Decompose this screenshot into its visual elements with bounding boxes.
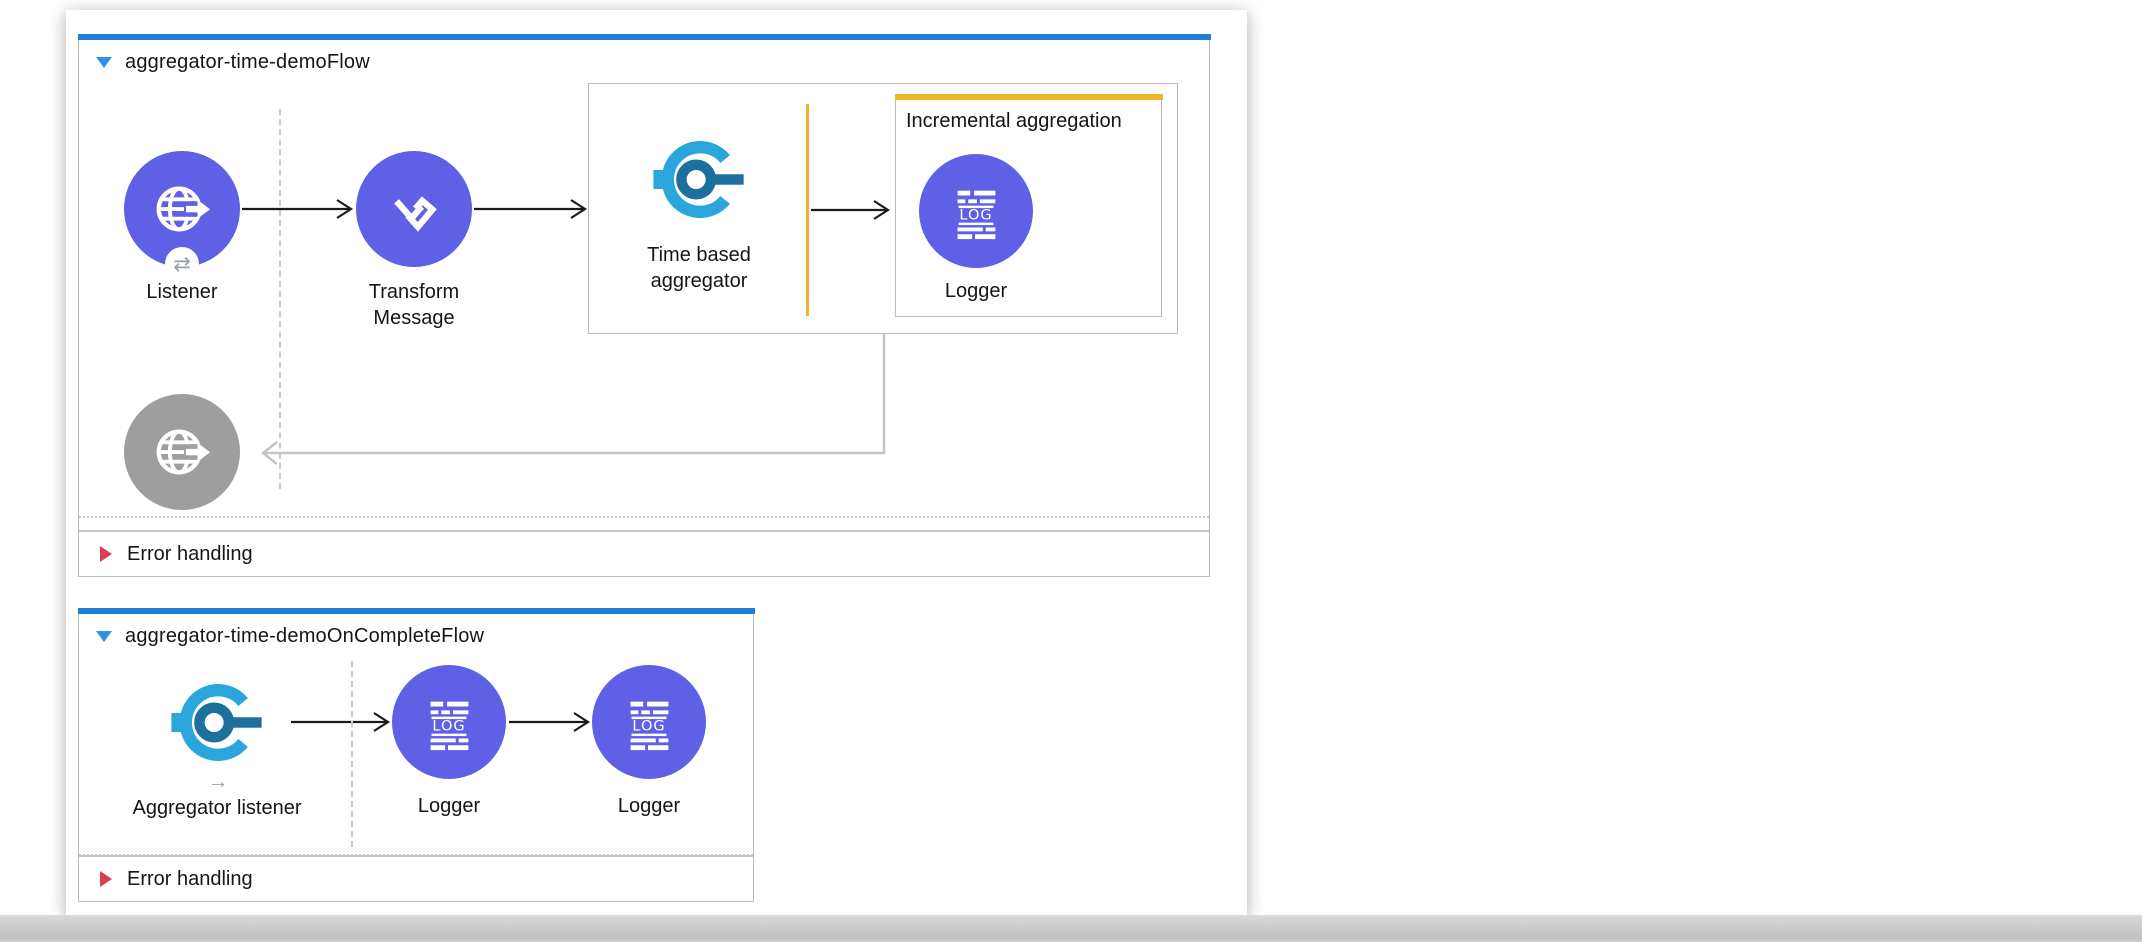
log-icon: LOG — [630, 701, 669, 751]
flow-title[interactable]: aggregator-time-demoFlow — [125, 51, 370, 73]
http-globe-icon — [151, 178, 213, 240]
flow-accent-bar — [77, 33, 1211, 40]
flow-header: aggregator-time-demoFlow — [96, 51, 370, 74]
incremental-aggregation-title: Incremental aggregation — [906, 110, 1122, 132]
drop-zone-guide-line — [279, 109, 281, 489]
error-handling-label: Error handling — [127, 867, 253, 890]
flow-connector-arrow — [509, 712, 591, 732]
error-handling-section[interactable]: Error handling — [79, 530, 1209, 576]
dataweave-icon — [383, 178, 445, 240]
node-label: Time based aggregator — [647, 244, 751, 292]
log-text: LOG — [632, 719, 665, 735]
incremental-aggregation-box[interactable]: Incremental aggregation LOG Logger — [894, 94, 1163, 317]
log-icon: LOG — [957, 190, 996, 240]
aggregator-scope-box[interactable]: Time based aggregator Incremental aggreg… — [588, 83, 1178, 334]
http-response-node-disabled[interactable] — [124, 394, 240, 510]
exchange-arrows-icon: ⇄ — [165, 247, 199, 281]
logger-node[interactable]: LOG — [919, 154, 1033, 268]
badge-glyph: → — [207, 769, 229, 793]
node-label: Logger — [944, 280, 1008, 302]
drop-zone-guide-line — [351, 661, 353, 847]
log-text: LOG — [959, 208, 992, 224]
node-label: Listener — [146, 281, 218, 303]
transform-message-node[interactable] — [356, 151, 472, 267]
return-connector-line — [261, 334, 886, 465]
expand-triangle-icon[interactable] — [100, 871, 112, 887]
aggregator-icon — [649, 132, 749, 227]
flow-container-oncomplete[interactable]: aggregator-time-demoOnCompleteFlow → Agg… — [77, 607, 755, 902]
log-icon: LOG — [430, 701, 469, 751]
flow-connector-arrow — [291, 712, 391, 732]
logger-node[interactable]: LOG — [592, 665, 706, 779]
incremental-accent-bar — [894, 94, 1163, 100]
error-handling-section[interactable]: Error handling — [79, 855, 753, 901]
logger-node[interactable]: LOG — [392, 665, 506, 779]
flow-header: aggregator-time-demoOnCompleteFlow — [96, 625, 484, 648]
aggregator-listener-icon[interactable] — [167, 675, 267, 770]
http-globe-icon — [151, 421, 213, 483]
collapse-triangle-icon[interactable] — [96, 57, 112, 68]
log-text: LOG — [432, 719, 465, 735]
flow-canvas[interactable]: aggregator-time-demoFlow ⇄ Listener Tran… — [66, 10, 1247, 915]
forward-arrow-icon: → — [201, 764, 235, 798]
canvas-bottom-edge — [0, 915, 2142, 942]
flow-connector-arrow — [811, 200, 891, 220]
node-label: Transform Message — [368, 281, 460, 329]
section-separator — [79, 516, 1209, 518]
flow-connector-arrow — [242, 199, 354, 219]
expand-triangle-icon[interactable] — [100, 546, 112, 562]
aggregation-divider-line — [806, 104, 809, 316]
flow-accent-bar — [77, 607, 755, 614]
node-label: Logger — [617, 795, 681, 817]
node-label: Logger — [417, 795, 481, 817]
error-handling-label: Error handling — [127, 542, 253, 565]
node-label: Aggregator listener — [132, 797, 302, 819]
badge-glyph: ⇄ — [173, 252, 191, 276]
collapse-triangle-icon[interactable] — [96, 631, 112, 642]
flow-container-demo[interactable]: aggregator-time-demoFlow ⇄ Listener Tran… — [77, 33, 1211, 577]
flow-title[interactable]: aggregator-time-demoOnCompleteFlow — [125, 625, 485, 647]
flow-connector-arrow — [474, 199, 588, 219]
